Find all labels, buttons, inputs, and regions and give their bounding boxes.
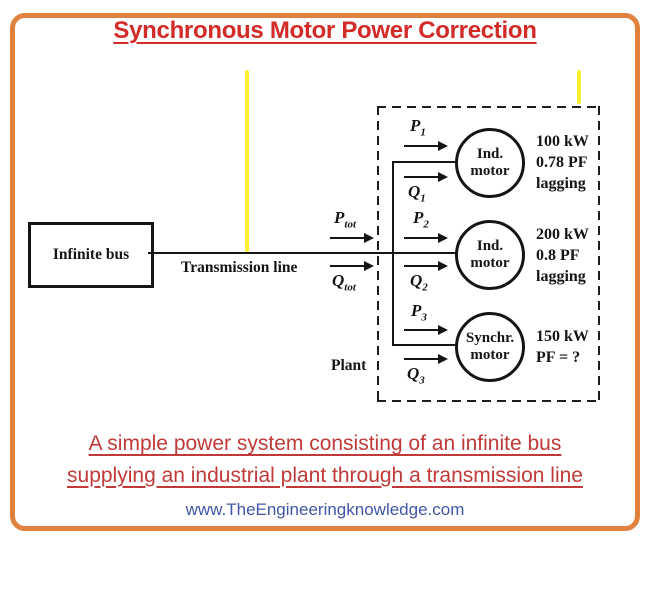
- q1-sub: 1: [420, 192, 426, 205]
- ptot-arrow-icon: [330, 233, 374, 243]
- p1-sub: 1: [420, 126, 426, 139]
- infinite-bus-label: Infinite bus: [52, 246, 130, 263]
- plant-boundary-bottom: [377, 400, 600, 402]
- p2-var: P: [413, 208, 424, 227]
- yellow-highlight-line-left: [245, 70, 249, 253]
- motor1-rating-kw: 100 kW: [536, 133, 589, 150]
- q2-label: Q2: [410, 271, 428, 294]
- motor1-rating-lag: lagging: [536, 175, 586, 192]
- qtot-sub: tot: [344, 281, 356, 294]
- caption-line-2: supplying an industrial plant through a …: [67, 463, 583, 487]
- q2-sub: 2: [422, 281, 428, 294]
- q3-label: Q3: [407, 364, 425, 387]
- motor2-rating: 200 kW 0.8 PF lagging: [536, 224, 589, 287]
- motor3-connector-line: [392, 344, 456, 346]
- qtot-label: Qtot: [332, 271, 356, 294]
- induction-motor-2-circle: Ind. motor: [455, 220, 525, 290]
- motor3-rating-kw: 150 kW: [536, 328, 589, 345]
- p3-arrow-icon: [404, 325, 448, 335]
- synchronous-motor-circle: Synchr. motor: [455, 312, 525, 382]
- motor2-rating-pf: 0.8 PF: [536, 247, 580, 264]
- yellow-highlight-line-right: [577, 70, 581, 104]
- p3-var: P: [411, 301, 422, 320]
- induction-motor-1-circle: Ind. motor: [455, 128, 525, 198]
- ptot-sub: tot: [344, 218, 357, 231]
- q3-var: Q: [407, 364, 420, 383]
- plant-bus-line: [392, 162, 394, 346]
- q2-var: Q: [410, 271, 423, 290]
- q2-arrow-icon: [404, 261, 448, 271]
- p1-var: P: [410, 116, 421, 135]
- p1-label: P1: [410, 116, 426, 139]
- transmission-line: [148, 252, 456, 254]
- q3-arrow-icon: [404, 354, 448, 364]
- motor2-rating-kw: 200 kW: [536, 226, 589, 243]
- motor3-name-line2: motor: [470, 347, 510, 363]
- p1-arrow-icon: [404, 141, 448, 151]
- ptot-var: P: [334, 208, 345, 227]
- motor1-rating: 100 kW 0.78 PF lagging: [536, 131, 589, 194]
- qtot-arrow-icon: [330, 261, 374, 271]
- motor3-rating-pf: PF = ?: [536, 349, 581, 366]
- motor3-name-line1: Synchr.: [465, 330, 515, 347]
- q1-label: Q1: [408, 182, 426, 205]
- ptot-label: Ptot: [334, 208, 357, 231]
- q3-sub: 3: [419, 374, 425, 387]
- p2-arrow-icon: [404, 233, 448, 243]
- motor1-connector-line: [392, 161, 456, 163]
- figure-border: [10, 13, 640, 531]
- p3-sub: 3: [421, 311, 427, 324]
- qtot-var: Q: [332, 271, 345, 290]
- motor1-name-line1: Ind.: [476, 146, 504, 163]
- q1-var: Q: [408, 182, 421, 201]
- plant-boundary-top: [377, 106, 600, 108]
- p3-label: P3: [411, 301, 427, 324]
- motor2-name-line1: Ind.: [476, 238, 504, 255]
- motor2-rating-lag: lagging: [536, 268, 586, 285]
- motor1-name-line2: motor: [470, 163, 510, 179]
- motor3-rating: 150 kW PF = ?: [536, 326, 589, 368]
- plant-boundary-left: [377, 106, 379, 402]
- transmission-line-label: Transmission line: [181, 259, 298, 276]
- p2-sub: 2: [423, 218, 429, 231]
- website-url: www.TheEngineeringknowledge.com: [185, 500, 465, 519]
- infinite-bus-box: Infinite bus: [28, 222, 154, 288]
- plant-label: Plant: [331, 357, 367, 374]
- p2-label: P2: [413, 208, 429, 231]
- plant-boundary-right: [598, 106, 600, 402]
- caption-line-1: A simple power system consisting of an i…: [88, 432, 562, 455]
- motor1-rating-pf: 0.78 PF: [536, 154, 588, 171]
- figure-caption: A simple power system consisting of an i…: [28, 428, 622, 491]
- page-title: Synchronous Motor Power Correction: [113, 17, 537, 44]
- motor2-name-line2: motor: [470, 255, 510, 271]
- q1-arrow-icon: [404, 172, 448, 182]
